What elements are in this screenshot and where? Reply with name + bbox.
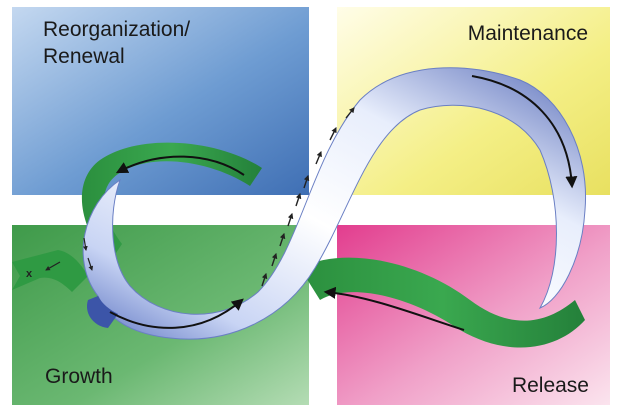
arrow-growth-right — [109, 298, 244, 329]
small-arrow — [287, 212, 294, 227]
rising-small-arrows — [261, 107, 355, 287]
small-arrow — [329, 126, 337, 141]
maintenance-label: Maintenance — [467, 22, 588, 45]
exit-marker: x — [26, 268, 33, 280]
small-arrow — [295, 192, 302, 207]
left-loop-small-arrows — [45, 237, 94, 271]
small-arrow — [315, 150, 322, 165]
release-label: Release — [511, 374, 589, 397]
small-arrow — [345, 107, 355, 119]
growth-label: Growth — [45, 365, 113, 388]
loop-main-ribbon — [82, 67, 587, 340]
small-arrow — [303, 174, 310, 189]
small-arrow — [45, 261, 61, 271]
loop-blue-fold — [86, 296, 118, 328]
small-arrow — [271, 252, 278, 267]
small-arrow — [261, 272, 268, 287]
small-arrow — [83, 237, 88, 251]
arrow-maintenance-down — [471, 75, 578, 189]
small-arrow — [279, 232, 286, 247]
small-arrow — [87, 257, 94, 271]
arrow-reorganization-left — [115, 155, 245, 176]
quadrant-reorganization — [12, 7, 309, 195]
loop-green-band-lower — [300, 257, 585, 348]
reorganization-renewal-label: Reorganization/ Renewal — [43, 18, 191, 69]
exit-green-tail — [12, 250, 88, 292]
arrow-release-left — [323, 286, 465, 331]
